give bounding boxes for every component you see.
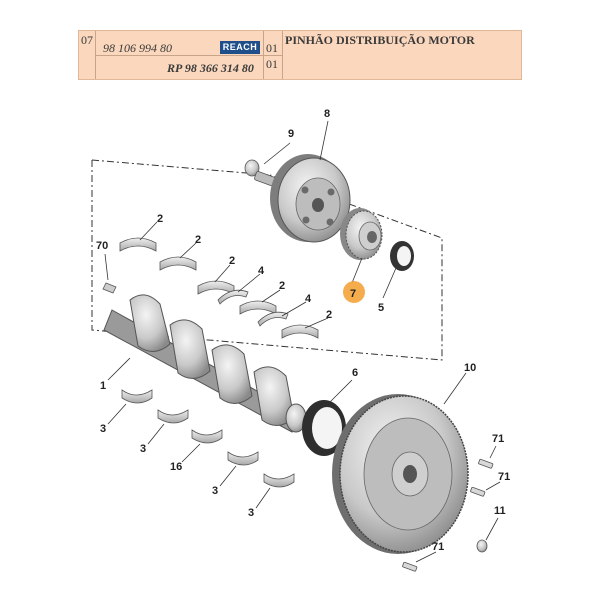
callout-2[interactable]: 2	[326, 309, 332, 321]
timing-sprocket-part-7	[340, 208, 383, 260]
callout-2[interactable]: 2	[157, 213, 163, 225]
callout-7[interactable]: 7	[350, 288, 356, 300]
callout-10[interactable]: 10	[464, 362, 476, 374]
callout-3[interactable]: 3	[140, 443, 146, 455]
lower-bearing-shells	[121, 389, 295, 488]
crank-pulley-part-8	[270, 154, 351, 243]
callout-71[interactable]: 71	[432, 541, 444, 553]
assembly-boundary	[91, 160, 443, 361]
oil-seal-part-5	[390, 241, 414, 271]
callout-2[interactable]: 2	[229, 255, 235, 267]
ref-index: 07	[81, 33, 93, 47]
callout-4[interactable]: 4	[258, 265, 265, 277]
assembly-boundary-top	[91, 159, 271, 176]
rear-seal-part-6	[302, 400, 346, 456]
callout-3[interactable]: 3	[248, 507, 254, 519]
rp-number: RP 98 366 314 80	[167, 61, 254, 75]
callout-3[interactable]: 3	[100, 423, 106, 435]
callout-2[interactable]: 2	[195, 234, 201, 246]
callout-5[interactable]: 5	[378, 302, 384, 314]
callout-1[interactable]: 1	[100, 380, 106, 392]
callout-leaders	[104, 120, 501, 563]
callout-3[interactable]: 3	[212, 485, 218, 497]
callout-2[interactable]: 2	[279, 280, 285, 292]
row-divider	[95, 55, 283, 56]
callout-71[interactable]: 71	[492, 433, 504, 445]
callout-11[interactable]: 11	[494, 505, 506, 517]
callout-71[interactable]: 71	[498, 471, 510, 483]
callout-6[interactable]: 6	[352, 367, 358, 379]
quantity-1: 01	[266, 41, 278, 55]
highlight-circle-part-7	[343, 281, 365, 303]
callout-70[interactable]: 70	[96, 240, 108, 252]
callout-9[interactable]: 9	[288, 128, 294, 140]
callout-4[interactable]: 4	[305, 293, 312, 305]
quantity-2: 01	[266, 57, 278, 71]
flywheel-part-10	[332, 394, 469, 554]
part-number: 98 106 994 80	[103, 41, 172, 55]
upper-bearing-shells	[119, 237, 319, 339]
key-part-70	[102, 282, 117, 294]
parts-header-row: 07 98 106 994 80 REACH RP 98 366 314 80 …	[78, 30, 522, 80]
crankshaft-part-1	[103, 294, 307, 433]
callout-8[interactable]: 8	[324, 108, 330, 120]
reach-badge: REACH	[220, 41, 260, 54]
bolt-part-9	[244, 159, 278, 187]
flywheel-bolts	[402, 458, 494, 572]
callout-16[interactable]: 16	[170, 461, 182, 473]
part-description: PINHÃO DISTRIBUIÇÃO MOTOR	[285, 33, 475, 47]
